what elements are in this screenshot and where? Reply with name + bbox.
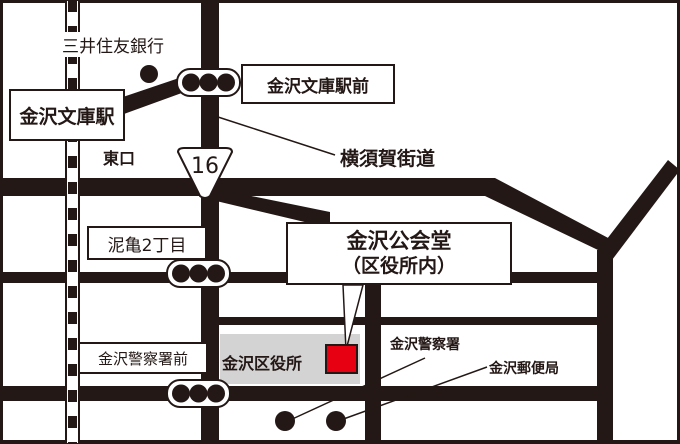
road-horizontal-main [0,178,492,196]
destination-marker [325,344,358,374]
road-horizontal-4 [0,386,605,401]
road-vertical-center [365,283,381,444]
hall-callout: 金沢公会堂 （区役所内） [286,222,512,285]
station-label: 金沢文庫駅 [9,89,125,141]
doroki-signal-label: 泥亀2丁目 [87,226,207,260]
police-front-signal-label: 金沢警察署前 [78,342,208,374]
road-horizontal-3 [210,317,605,325]
hall-subtitle: （区役所内） [341,255,456,277]
road-station-access [120,76,190,114]
traffic-signal-icon [166,379,231,408]
road-branch-northeast [600,160,680,260]
station-front-signal-label: 金沢文庫駅前 [241,64,395,104]
police-dot-icon [275,411,295,431]
road-route16 [212,188,330,228]
traffic-signal-icon [176,68,241,97]
railway-line [65,0,80,444]
bank-label: 三井住友銀行 [58,32,168,57]
highway-label: 横須賀街道 [337,144,439,171]
post-office-dot-icon [326,411,346,431]
hall-title: 金沢公会堂 [346,229,452,253]
route-shield-icon [176,147,234,199]
road-curve-east [485,178,612,260]
traffic-signal-icon [166,259,231,288]
bank-dot-icon [140,65,158,83]
road-vertical-main [201,0,219,444]
east-exit-label: 東口 [103,149,136,168]
police-label: 金沢警察署 [390,337,460,353]
post-office-label: 金沢郵便局 [489,358,559,378]
route-number: 16 [191,154,219,179]
ward-office-label: 金沢区役所 [222,354,303,373]
